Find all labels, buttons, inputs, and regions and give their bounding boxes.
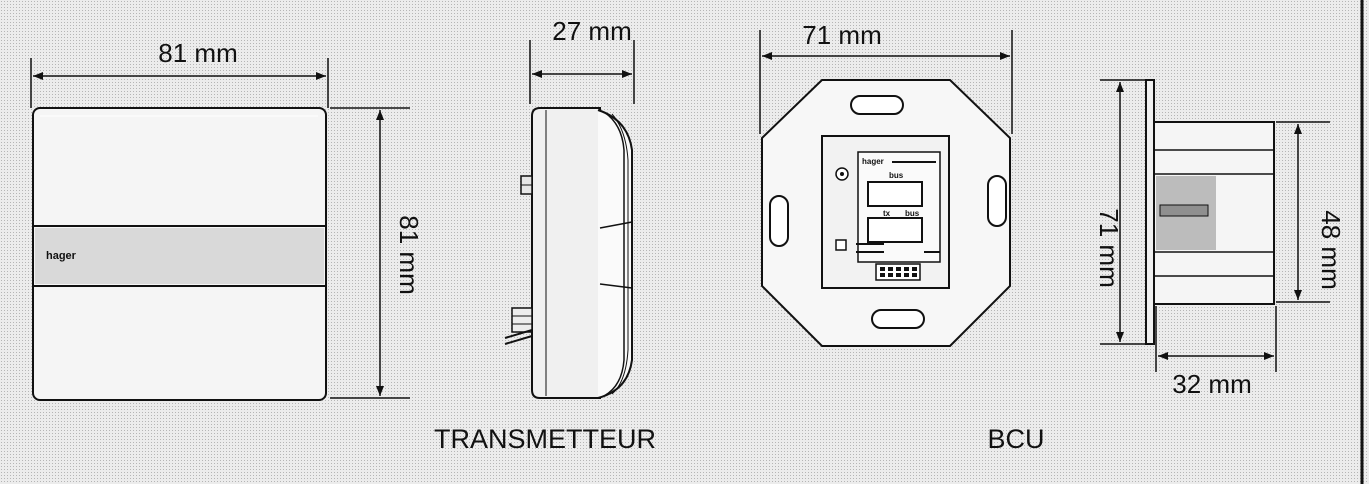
bcu-width-dimension: 71 mm [759,20,1013,134]
bcu-side-plate [1145,79,1155,345]
bcu-label-brand: hager [862,157,884,166]
transmitter-side-screw [520,175,533,195]
transmitter-front-view: hager [32,107,327,401]
bcu-slot-right [987,175,1007,227]
bcu-window-lower [867,217,923,243]
transmitter-side-terminal [504,307,533,345]
transmitter-center-strip [35,228,324,284]
bcu-slot-top [850,95,904,115]
transmitter-depth-label: 27 mm [552,16,631,46]
transmitter-height-dimension: 81 mm [330,107,424,399]
bcu-body-height-dimension: 48 mm [1276,121,1346,303]
bcu-window-upper [867,181,923,207]
bcu-depth-label: 32 mm [1172,369,1251,399]
transmitter-brand-logo: hager [46,250,77,262]
bcu-body-height-label: 48 mm [1316,210,1346,289]
bcu-label-line-3: bus [905,209,920,218]
transmitter-width-label: 81 mm [158,38,237,68]
transmitter-depth-dimension: 27 mm [529,16,635,104]
bcu-label-line-1: bus [889,171,904,180]
transmitter-side-view [504,107,633,399]
transmitter-width-dimension: 81 mm [30,38,329,108]
transmitter-height-label: 81 mm [394,215,424,294]
bcu-led [835,239,847,251]
bcu-slot-left [769,195,789,247]
bcu-side-height-label: 71 mm [1094,208,1124,287]
bcu-slot-bottom [871,309,925,329]
bcu-label-line-2: tx [883,209,891,218]
transmitter-side-body [531,107,601,399]
bcu-width-label: 71 mm [802,20,881,50]
bcu-side-height-dimension: 71 mm [1094,79,1146,345]
bcu-side-pin [1159,204,1209,217]
bcu-side-view [1145,79,1275,345]
bcu-depth-dimension: 32 mm [1155,306,1277,399]
bcu-caption: BCU [987,424,1044,454]
bcu-connector [875,263,921,281]
transmitter-caption: TRANSMETTEUR [434,424,656,454]
bcu-front-view: hager bus tx bus [761,79,1011,347]
